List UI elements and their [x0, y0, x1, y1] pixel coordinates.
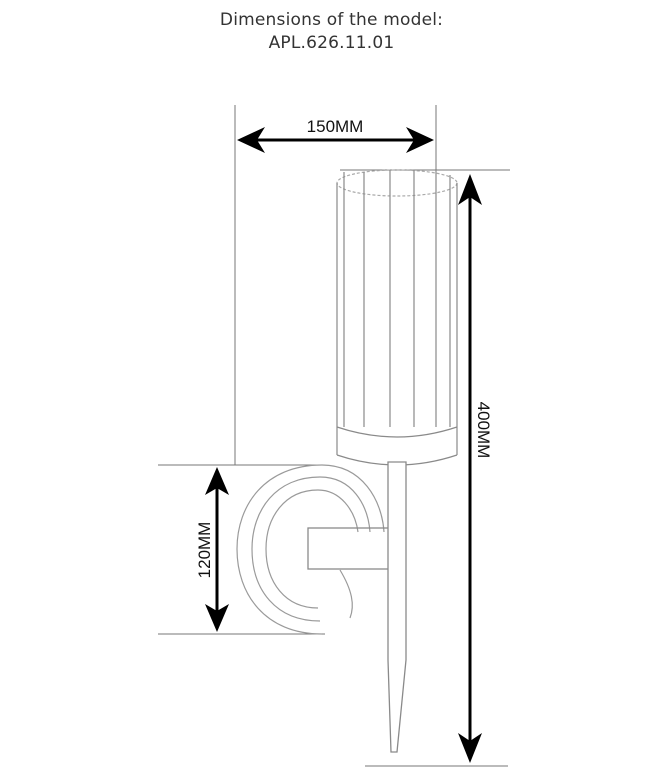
glass-shade: [336, 169, 458, 466]
backplate: [236, 464, 385, 635]
arm-and-stem: [307, 461, 407, 753]
model-code: APL.626.11.01: [268, 33, 395, 53]
backplate-label: 120MM: [195, 522, 214, 579]
height-label: 400MM: [474, 402, 493, 459]
height-dimension: 400MM: [458, 174, 493, 763]
width-label: 150MM: [307, 117, 364, 136]
drawing-title: Dimensions of the model:: [219, 10, 444, 30]
backplate-dimension: 120MM: [195, 467, 229, 632]
extension-lines: [158, 105, 510, 767]
width-dimension: 150MM: [237, 117, 434, 153]
